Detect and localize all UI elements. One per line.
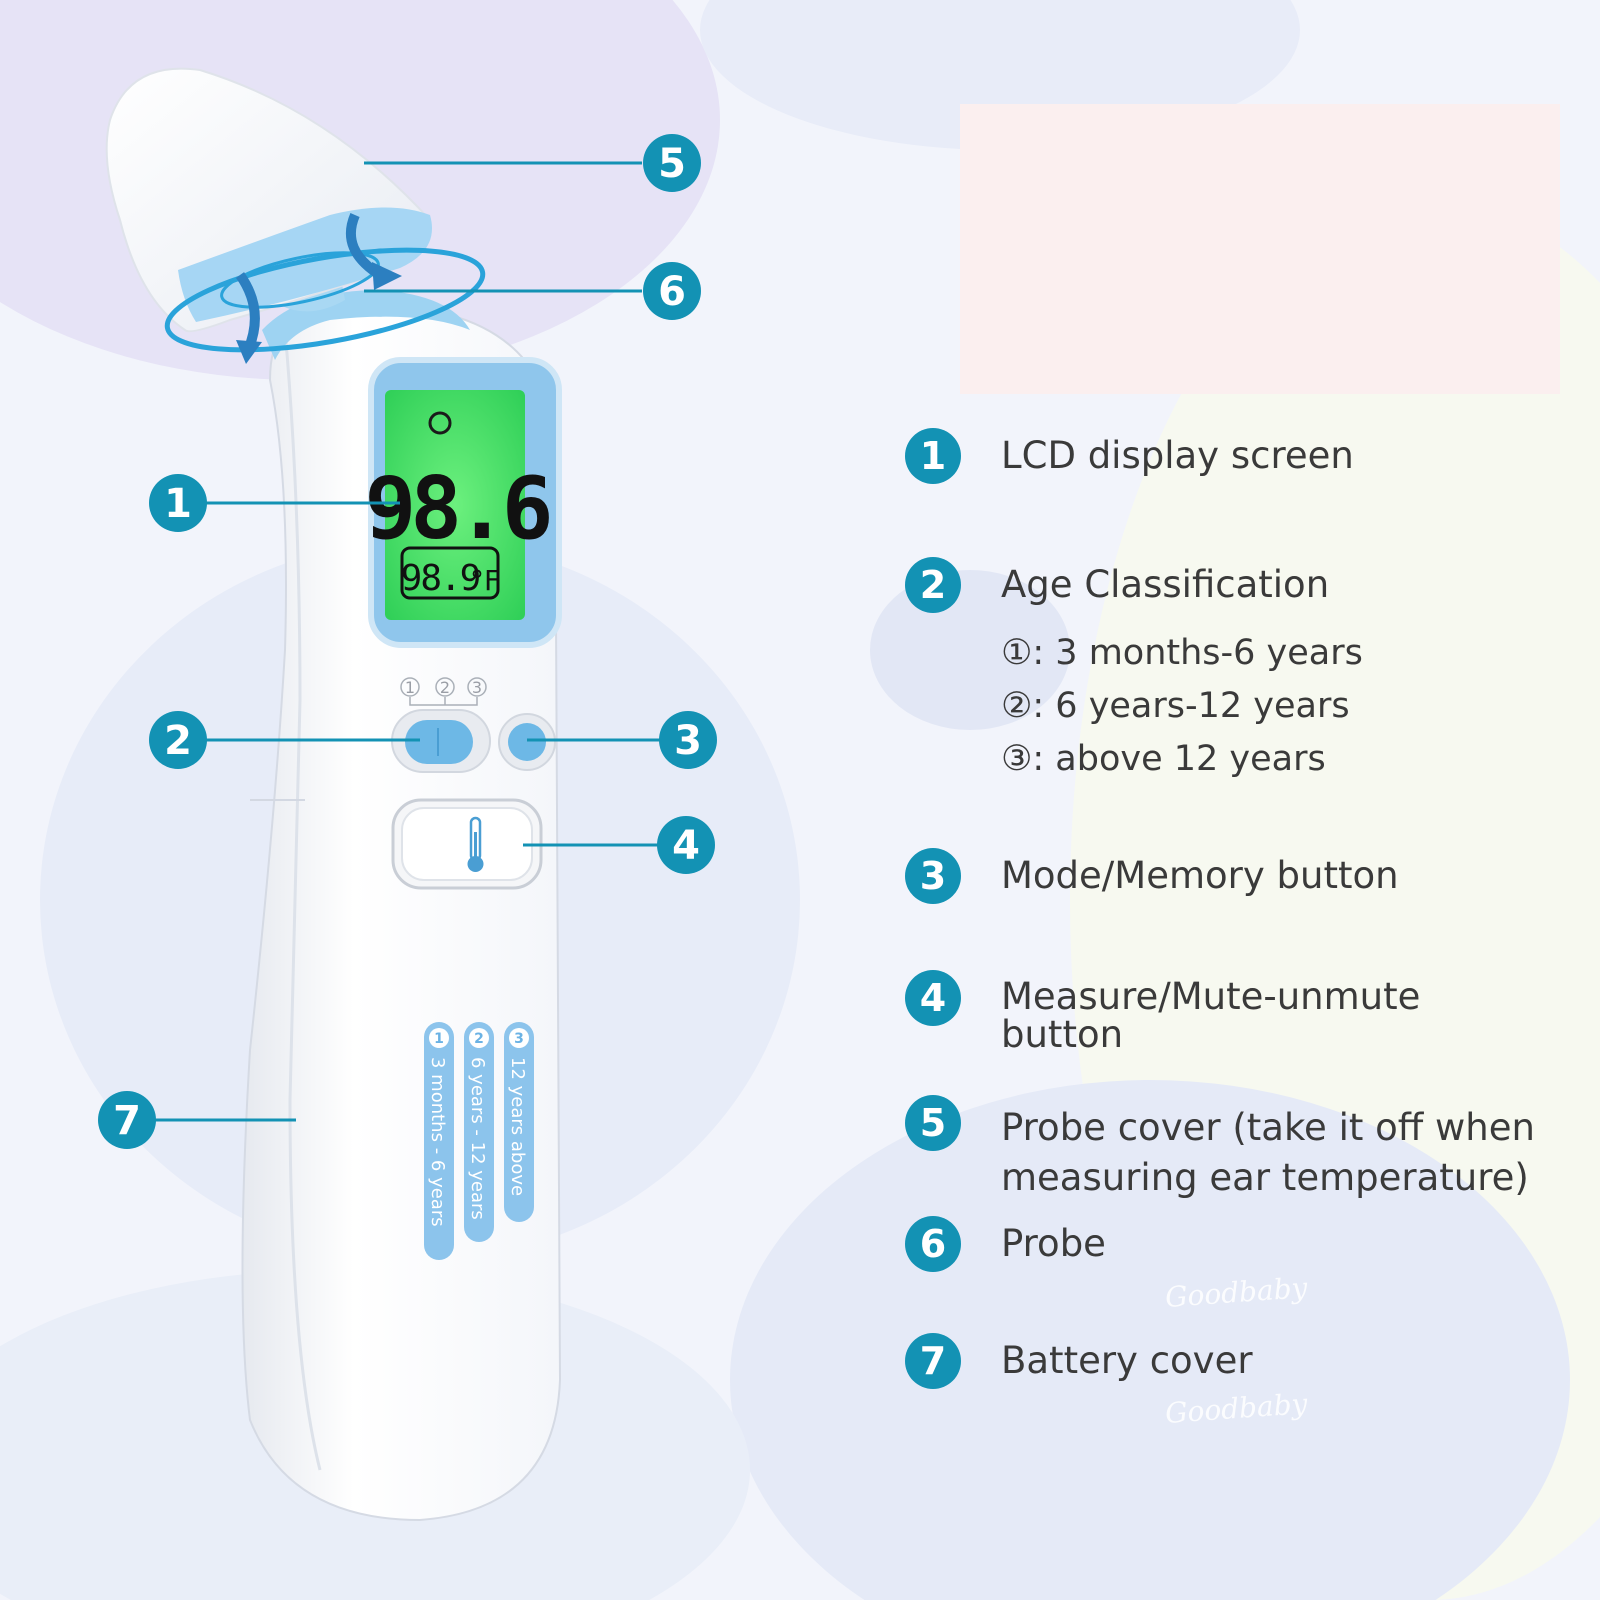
lcd-unit: °F: [470, 564, 500, 597]
thermometer-icon: [467, 816, 484, 872]
legend-item-3: 3 Mode/Memory button: [905, 848, 1399, 904]
switch-marker-2: 2: [440, 678, 450, 697]
callout-3: 3: [674, 718, 702, 764]
legend-badge-5: 5: [905, 1095, 961, 1151]
callout-7: 7: [113, 1098, 141, 1144]
age-class-item-1: ①: 3 months-6 years: [1001, 633, 1363, 673]
age-class-list: ①: 3 months-6 years ②: 6 years-12 years …: [1001, 627, 1363, 786]
legend-text-3: Mode/Memory button: [1001, 854, 1399, 897]
age-class-item-3: ③: above 12 years: [1001, 739, 1326, 779]
lcd-sub-frame: [400, 546, 500, 600]
legend-item-4: 4 Measure/Mute-unmute button: [905, 970, 1471, 1054]
legend-badge-4: 4: [905, 970, 961, 1026]
age-strip-2-number: 2: [474, 1031, 484, 1047]
age-class-item-2: ②: 6 years-12 years: [1001, 686, 1350, 726]
probe-cover: [105, 67, 432, 333]
age-strip-3-text: 12 years above: [507, 1057, 528, 1196]
blank-panel: [960, 104, 1560, 394]
callout-1: 1: [164, 481, 192, 527]
callout-6: 6: [658, 269, 686, 315]
legend-text-1: LCD display screen: [1001, 434, 1354, 477]
switch-marker-3: 3: [472, 678, 482, 697]
callout-lines: [150, 161, 660, 1122]
age-strip-1-text: 3 months - 6 years: [427, 1057, 448, 1227]
legend-badge-1: 1: [905, 428, 961, 484]
callout-5: 5: [658, 141, 686, 187]
legend-badge-3: 3: [905, 848, 961, 904]
legend-badge-6: 6: [905, 1216, 961, 1272]
legend-badge-2: 2: [905, 557, 961, 613]
legend-group-2: Age Classification ①: 3 months-6 years ②…: [1001, 557, 1363, 786]
age-strip-3-number: 3: [514, 1031, 524, 1047]
legend-item-7: 7 Battery cover: [905, 1333, 1253, 1389]
legend-text-7: Battery cover: [1001, 1339, 1253, 1382]
legend-item-6: 6 Probe: [905, 1216, 1106, 1272]
age-strip-1-number: 1: [434, 1031, 444, 1047]
switch-position-markers: 1 2 3: [400, 677, 487, 706]
lcd-sub-reading: 98.9: [401, 558, 480, 599]
legend-item-5: 5 Probe cover (take it off when measurin…: [905, 1095, 1571, 1203]
callout-badges: 5 6 1 2 3 4 7: [98, 134, 717, 1149]
legend-badge-7: 7: [905, 1333, 961, 1389]
legend-item-1: 1 LCD display screen: [905, 428, 1354, 484]
legend-text-2: Age Classification: [1001, 563, 1330, 606]
age-strip-labels: 1 2 3 3 months - 6 years 6 years - 12 ye…: [424, 1022, 534, 1260]
callout-4: 4: [672, 823, 700, 869]
legend-text-6: Probe: [1001, 1222, 1106, 1265]
callout-2: 2: [164, 718, 192, 764]
age-strip-2-text: 6 years - 12 years: [467, 1057, 488, 1220]
legend-text-5: Probe cover (take it off when measuring …: [1001, 1106, 1535, 1199]
legend-text-4: Measure/Mute-unmute button: [1001, 975, 1421, 1056]
legend-item-2: 2 Age Classification ①: 3 months-6 years…: [905, 557, 1363, 786]
lcd-main-reading: 98.6: [364, 459, 549, 559]
switch-marker-1: 1: [405, 678, 415, 697]
